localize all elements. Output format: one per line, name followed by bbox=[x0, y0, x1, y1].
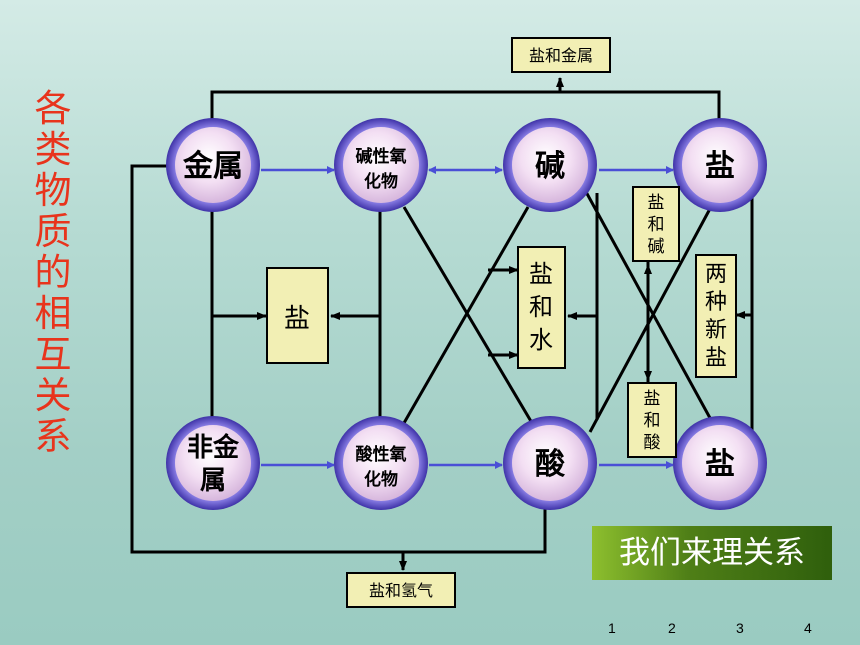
box-label-char: 酸 bbox=[644, 433, 661, 453]
node-metal: 金属 bbox=[166, 118, 260, 212]
box-label-char: 和 bbox=[648, 215, 665, 235]
node-label-line2: 化物 bbox=[364, 171, 398, 192]
box-label: 盐和氢气 bbox=[369, 581, 433, 600]
side-title-char: 关 bbox=[34, 374, 72, 417]
box-salt-and-acid: 盐 和 酸 bbox=[627, 382, 677, 458]
box-label-char: 盐 bbox=[529, 260, 553, 288]
box-label-char: 和 bbox=[529, 293, 553, 321]
connector-lines bbox=[130, 77, 754, 571]
box-label: 盐和金属 bbox=[529, 46, 593, 65]
page-number-3[interactable]: 3 bbox=[736, 620, 744, 636]
line-acidic-oxide-to-base bbox=[402, 206, 530, 424]
box-salt-and-water: 盐 和 水 bbox=[517, 246, 566, 369]
node-base: 碱 bbox=[503, 118, 597, 212]
box-salt-and-hydrogen: 盐和氢气 bbox=[346, 572, 456, 608]
node-basic-oxide: 碱性氧 化物 bbox=[334, 118, 428, 212]
node-acidic-oxide: 酸性氧 化物 bbox=[334, 416, 428, 510]
box-label-char: 水 bbox=[529, 326, 553, 354]
page-number-4[interactable]: 4 bbox=[804, 620, 812, 636]
side-title-char: 各 bbox=[34, 87, 72, 130]
line-acid-to-salt-top bbox=[588, 204, 714, 433]
node-label-line1: 酸性氧 bbox=[356, 444, 407, 465]
node-acid: 酸 bbox=[503, 416, 597, 510]
side-title-char: 物 bbox=[34, 169, 72, 212]
node-label: 盐 bbox=[705, 447, 735, 482]
box-label-char: 盐 bbox=[705, 346, 727, 371]
box-label: 盐 bbox=[284, 304, 310, 334]
node-label: 盐 bbox=[705, 149, 735, 184]
line-metal-to-salt-and-metal bbox=[210, 90, 721, 122]
side-title-char: 系 bbox=[34, 415, 72, 458]
sort-relations-button[interactable]: 我们来理关系 bbox=[592, 526, 832, 580]
side-title-char: 相 bbox=[34, 292, 72, 335]
line-metal-to-hydrogen bbox=[130, 164, 547, 554]
node-label-line1: 非金 bbox=[187, 432, 240, 463]
box-label-char: 和 bbox=[644, 411, 661, 431]
box-two-new-salts: 两 种 新 盐 bbox=[695, 254, 737, 378]
side-title-char: 类 bbox=[34, 128, 72, 171]
box-label-char: 盐 bbox=[644, 389, 661, 409]
node-label-line2: 化物 bbox=[364, 469, 398, 490]
side-title: 各 类 物 质 的 相 互 关 系 bbox=[30, 88, 76, 457]
box-label-char: 盐 bbox=[648, 193, 665, 213]
node-nonmetal: 非金 属 bbox=[166, 416, 260, 510]
side-title-char: 互 bbox=[34, 333, 72, 376]
box-salt-and-base: 盐 和 碱 bbox=[632, 186, 680, 262]
side-title-char: 的 bbox=[34, 251, 72, 294]
box-salt-and-metal: 盐和金属 bbox=[511, 37, 611, 73]
node-salt-top: 盐 bbox=[673, 118, 767, 212]
line-basic-oxide-to-acid bbox=[402, 206, 534, 424]
page-number-2[interactable]: 2 bbox=[668, 620, 676, 636]
box-label-char: 种 bbox=[705, 290, 727, 315]
page-number-1[interactable]: 1 bbox=[608, 620, 616, 636]
box-label-char: 碱 bbox=[648, 237, 665, 257]
side-title-char: 质 bbox=[34, 210, 72, 253]
box-label-char: 新 bbox=[705, 318, 727, 343]
blue-arrows bbox=[261, 166, 674, 469]
node-label-line1: 碱性氧 bbox=[356, 146, 407, 167]
box-salt-center: 盐 bbox=[266, 267, 329, 364]
node-label-line2: 属 bbox=[200, 466, 226, 496]
node-label: 酸 bbox=[535, 447, 566, 482]
node-label: 碱 bbox=[535, 149, 565, 184]
node-label: 金属 bbox=[182, 149, 243, 184]
box-label-char: 两 bbox=[705, 262, 727, 287]
node-salt-bottom: 盐 bbox=[673, 416, 767, 510]
